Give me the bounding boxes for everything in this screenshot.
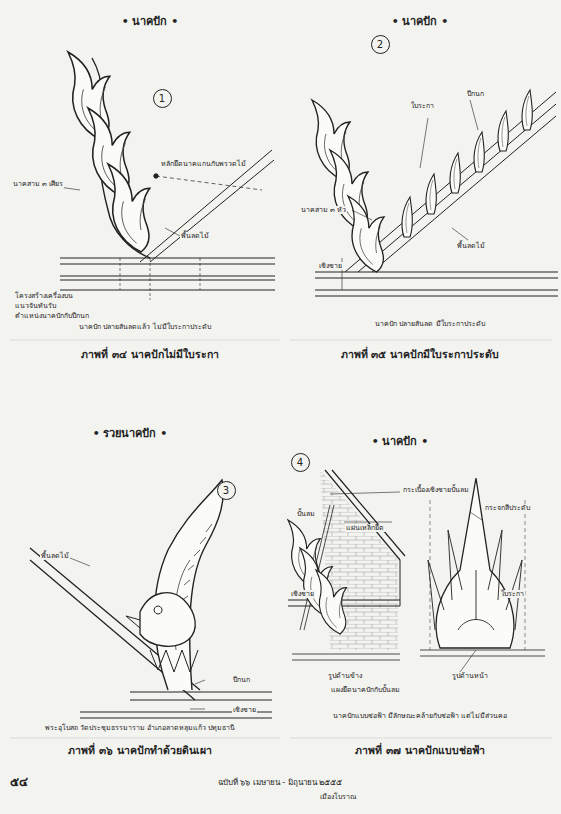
- section-heading: • นาคปัก •: [372, 436, 429, 449]
- footer-logo: เมืองโบราณ: [320, 793, 356, 801]
- figure-number: 3: [217, 481, 236, 500]
- part-label: ตำแหน่งนาคปักกับปีกนก: [14, 312, 90, 320]
- drawing-note: นาคปัก ปลายสันลด มีใบระกาประดับ: [374, 320, 485, 328]
- section-heading: • นาคปัก •: [392, 16, 449, 29]
- part-label: พื้นลดไม้: [40, 552, 70, 560]
- part-label: เชิงชาย: [318, 262, 343, 270]
- figure-number: 4: [291, 453, 310, 472]
- figure-caption: ภาพที่ ๓๔ นาคปักไม่มีใบระกา: [81, 348, 218, 360]
- part-label: แนวจันทันรับ: [14, 302, 57, 310]
- callout-number: 3: [223, 485, 229, 496]
- drawing-note: นาคปักแบบช่อฟ้า มีลักษณะคล้ายกับช่อฟ้า แ…: [332, 712, 508, 720]
- footer-text: ฉบับที่ ๖๖ เมษายน - มิถุนายน ๒๕๕๕: [218, 778, 343, 787]
- part-label: พื้นลดไม้: [456, 242, 486, 250]
- callout-number: 1: [159, 93, 165, 104]
- part-label: โครงสร้างเครื่องบน: [14, 292, 74, 300]
- figure-caption: ภาพที่ ๓๗ นาคปักแบบช่อฟ้า: [355, 744, 484, 756]
- part-label: เชิงชาย: [232, 706, 257, 714]
- drawing-note: พระอุโบสถ วัดประชุมธรรมาราม อำเภอลาดหลุม…: [44, 724, 237, 732]
- part-label: นาคสาม ๓ หัว: [300, 206, 347, 214]
- part-label: พื้นลดไม้: [180, 232, 210, 240]
- part-label: ปีกนก: [466, 90, 485, 98]
- part-label: นาคสาม ๓ เศียร: [12, 180, 64, 188]
- part-label: แผงยึดนาคปักกับปั้นลม: [330, 686, 401, 694]
- part-label: ใบระกา: [500, 590, 525, 598]
- part-label: กระจกสีประดับ: [484, 504, 531, 512]
- callout-number: 2: [377, 39, 383, 50]
- callout-number: 4: [297, 457, 303, 468]
- view-label: รูปด้านข้าง: [327, 672, 363, 680]
- part-label: ใบระกา: [410, 102, 435, 110]
- figure-four: [288, 470, 545, 672]
- figure-two: [312, 90, 558, 296]
- figure-number: 2: [371, 35, 390, 54]
- view-label: รูปด้านหน้า: [451, 672, 489, 680]
- section-heading: • รวยนาคปัก •: [93, 428, 168, 441]
- part-label: แผ่นเหล็กยึด: [345, 524, 385, 532]
- figure-one: [52, 52, 275, 300]
- figure-three: [30, 480, 272, 718]
- part-label: กระเบื้องเชิงชายปั้นลม: [402, 486, 470, 494]
- part-label: หลักยึดนาคแกนกับพรวดไม้: [160, 160, 247, 168]
- figure-caption: ภาพที่ ๓๕ นาคปักมีใบระกาประดับ: [341, 348, 499, 360]
- figure-number: 1: [153, 89, 172, 108]
- part-label: ปีกนก: [232, 676, 251, 684]
- page-number: ๕๔: [10, 776, 28, 790]
- part-label: เชิงชาย: [290, 590, 315, 598]
- drawing-note: นาคปัก ปลายสันลดแล้ว ไม่มีใบระกาประดับ: [78, 323, 211, 331]
- figure-caption: ภาพที่ ๓๖ นาคปักทำด้วยดินเผา: [68, 744, 211, 756]
- part-label: ปั้นลม: [296, 510, 316, 518]
- section-heading: • นาคปัก •: [122, 16, 179, 29]
